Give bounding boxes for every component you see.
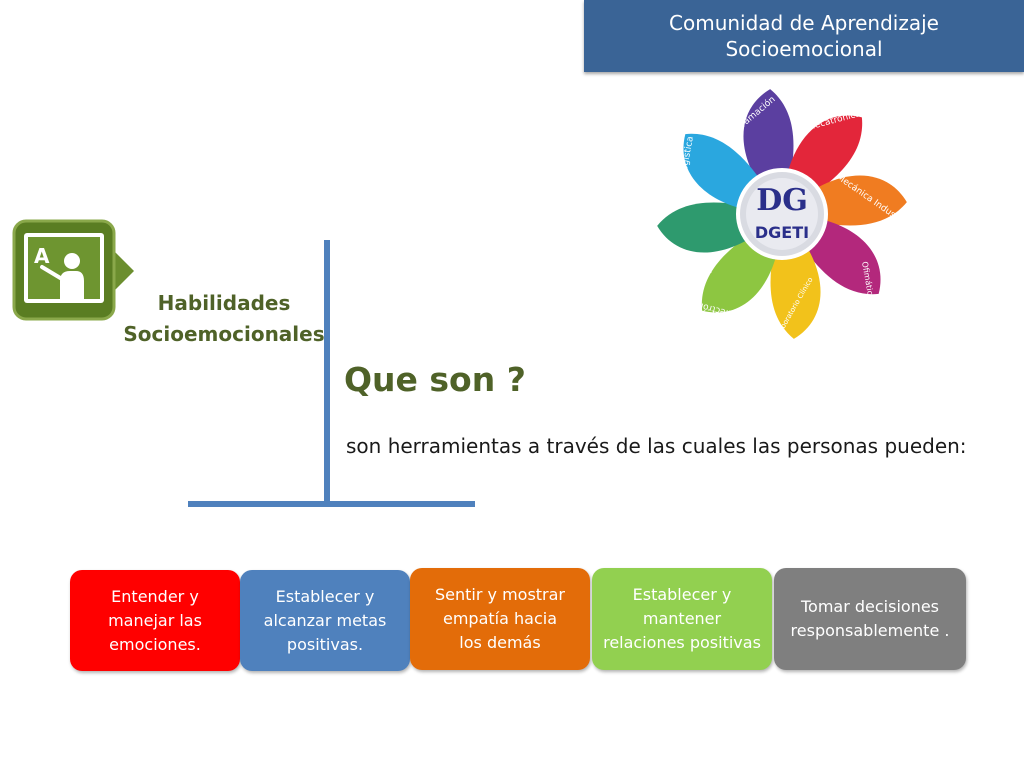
board-letter: A	[34, 244, 50, 268]
banner-line-1: Comunidad de Aprendizaje	[669, 11, 939, 35]
skill-box-line: responsablemente .	[790, 621, 950, 640]
skill-box-relationships: Establecer y mantener relaciones positiv…	[592, 568, 772, 670]
skill-box-line: Entender y	[111, 586, 199, 606]
skill-box-line: Establecer y	[632, 585, 732, 604]
skill-box-goals: Establecer y alcanzar metas positivas.	[240, 570, 410, 671]
teacher-board-icon: A	[12, 219, 134, 321]
svg-text:DG: DG	[756, 183, 808, 218]
dgeti-logo: DG DGETI Programación Mecatrónica Mecáni…	[640, 89, 910, 339]
banner-line-2: Socioemocional	[725, 37, 883, 61]
skill-box-empathy: Sentir y mostrar empatía hacia los demás	[410, 568, 590, 670]
header-banner: Comunidad de Aprendizaje Socioemocional	[584, 0, 1024, 72]
logo-petals: DG DGETI	[657, 89, 907, 339]
skill-box-line: Tomar decisiones	[800, 597, 940, 616]
skill-box-line: manejar las	[108, 610, 202, 630]
skill-box-line: Establecer y	[275, 586, 375, 606]
section-label-line-2: Socioemocionales	[123, 322, 325, 346]
skill-box-decisions: Tomar decisiones responsablemente .	[774, 568, 966, 670]
skill-box-line: Sentir y mostrar	[434, 585, 566, 604]
skill-box-line: alcanzar metas	[263, 610, 387, 630]
skill-box-line: positivas.	[286, 634, 364, 654]
page-subtitle: son herramientas a través de las cuales …	[346, 434, 967, 458]
vertical-divider	[324, 240, 330, 503]
horizontal-divider	[188, 501, 475, 507]
logo-center-text: DGETI	[755, 223, 809, 242]
skill-box-line: los demás	[459, 633, 541, 652]
page-title: Que son ?	[344, 360, 526, 399]
skill-box-line: emociones.	[109, 634, 201, 654]
section-label-line-1: Habilidades	[157, 291, 291, 315]
skill-box-line: empatía hacia	[443, 609, 557, 628]
section-label: Habilidades Socioemocionales	[120, 288, 328, 350]
skill-box-line: mantener	[642, 609, 722, 628]
skill-box-emotions: Entender y manejar las emociones.	[70, 570, 240, 671]
skill-box-line: relaciones positivas	[603, 633, 761, 652]
